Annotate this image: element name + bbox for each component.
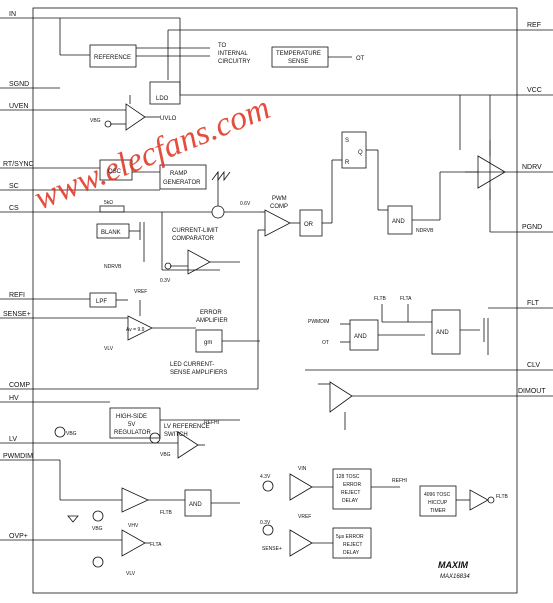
pin-sgnd: SGND (9, 81, 29, 88)
v03-label: 0.3V (160, 278, 171, 284)
vbg-label-2: VBG (66, 431, 77, 437)
watermark: www.elecfans.com (29, 89, 275, 217)
chip-outline (32, 7, 518, 594)
lv-reference-2: SWITCH (164, 432, 188, 438)
av-label: Av = 9.9 (126, 327, 145, 333)
v03b-label: 0.3V (260, 520, 271, 526)
ot-input: OT (322, 340, 329, 346)
pwm-comp-2: COMP (270, 204, 288, 210)
ot-label: OT (356, 56, 365, 62)
pin-clv: CLV (527, 362, 540, 369)
ndrvb-label-1: NDRVB (104, 264, 122, 270)
sr-q: Q (358, 150, 363, 156)
error-amp-2: AMPLIFIER (196, 318, 228, 324)
uvlo-label: UVLO (160, 116, 177, 122)
to-internal-1: TO (218, 43, 227, 49)
part-number: MAX16834 (440, 574, 470, 580)
fltb-label-3: FLTB (496, 494, 509, 500)
pin-pgnd: PGND (522, 224, 542, 231)
hiccup-1: 4096 TOSC (424, 492, 451, 498)
error-amp-1: ERROR (200, 310, 222, 316)
to-internal-2: INTERNAL (218, 51, 248, 57)
flta-label-1: FLTA (400, 296, 412, 302)
pin-vcc: VCC (527, 87, 542, 94)
current-limit-1: CURRENT-LIMIT (172, 228, 219, 234)
pin-comp: COMP (9, 382, 30, 389)
pin-ref: REF (527, 22, 541, 29)
hiccup-3: TIMER (430, 508, 446, 514)
err128-1: 128 TOSC (336, 474, 360, 480)
vbg-label-4: VBG (92, 526, 103, 532)
refhi-label-2: REFHI (392, 478, 407, 484)
err128-3: REJECT (341, 490, 360, 496)
sr-r: R (345, 160, 350, 166)
led-current-sense-2: SENSE AMPLIFIERS (170, 370, 227, 376)
high-side-1: HIGH-SIDE (116, 414, 147, 420)
pin-uven: UVEN (9, 103, 28, 110)
blank-block: BLANK (101, 230, 121, 236)
or-gate: OR (304, 222, 314, 228)
pin-sense-plus: SENSE+ (3, 311, 31, 318)
high-side-2: 5V (128, 422, 135, 428)
err128-2: ERROR (343, 482, 361, 488)
pin-ovp-plus: OVP+ (9, 533, 28, 540)
reference-block: REFERENCE (94, 55, 131, 61)
to-internal-3: CIRCUITRY (218, 59, 251, 65)
vlv-label-1: VLV (104, 346, 114, 352)
maxim-logo: MAXIM (438, 560, 469, 570)
err128-4: DELAY (342, 498, 359, 504)
gm-label: gm (204, 340, 212, 346)
vlv-label-2: VLV (126, 571, 136, 577)
err5-3: DELAY (343, 550, 360, 556)
pin-ndrv: NDRV (522, 164, 542, 171)
pin-hv: HV (9, 395, 19, 402)
led-current-sense-1: LED CURRENT- (170, 362, 214, 368)
err5-1: 5μs ERROR (336, 534, 364, 540)
pwmdim-input: PWMDIM (308, 319, 329, 325)
v06-label: 0.6V (240, 201, 251, 207)
pin-lv: LV (9, 436, 17, 443)
sr-s: S (345, 138, 349, 144)
lv-reference-1: LV REFERENCE (164, 424, 210, 430)
err5-2: REJECT (343, 542, 362, 548)
pin-rt-sync: RT/SYNC (3, 161, 34, 168)
vbg-label-1: VBG (90, 118, 101, 124)
current-limit-2: COMPARATOR (172, 236, 215, 242)
pwm-comp-1: PWM (272, 196, 287, 202)
pin-in: IN (9, 11, 16, 18)
ramp-generator-2: GENERATOR (163, 180, 201, 186)
vref-label-2: VREF (298, 514, 311, 520)
ramp-generator-1: RAMP (170, 171, 187, 177)
ldo-block: LDO (156, 96, 169, 102)
pin-dimout: DIMOUT (518, 388, 546, 395)
and-gate-1: AND (392, 219, 405, 225)
pin-refi: REFI (9, 292, 25, 299)
and-gate-3: AND (436, 330, 449, 336)
vhv-label: VHV (128, 523, 139, 529)
lpf-block: LPF (96, 299, 107, 305)
pin-flt: FLT (527, 300, 540, 307)
v43-label: 4.3V (260, 474, 271, 480)
fltb-label-1: FLTB (374, 296, 387, 302)
resistor-label: 5kΩ (104, 200, 113, 206)
refhi-label-1: REFHI (204, 420, 219, 426)
temperature-sense-2: SENSE (288, 59, 308, 65)
vbg-label-3: VBG (160, 452, 171, 458)
high-side-3: REGULATOR (114, 430, 151, 436)
temperature-sense-1: TEMPERATURE (276, 51, 321, 57)
ndrvb-label-2: NDRVB (416, 228, 434, 234)
sense-plus-label: SENSE+ (262, 546, 282, 552)
and-gate-4: AND (189, 502, 202, 508)
pin-cs: CS (9, 205, 19, 212)
fltb-label-2: FLTB (160, 510, 173, 516)
vref-label-1: VREF (134, 289, 147, 295)
flta-label-2: FLTA (150, 542, 162, 548)
hiccup-2: HICCUP (428, 500, 448, 506)
and-gate-2: AND (354, 334, 367, 340)
pin-pwmdim: PWMDIM (3, 453, 33, 460)
osc-block: OSC (108, 169, 122, 175)
pin-sc: SC (9, 183, 19, 190)
vin-label: VIN (298, 466, 307, 472)
